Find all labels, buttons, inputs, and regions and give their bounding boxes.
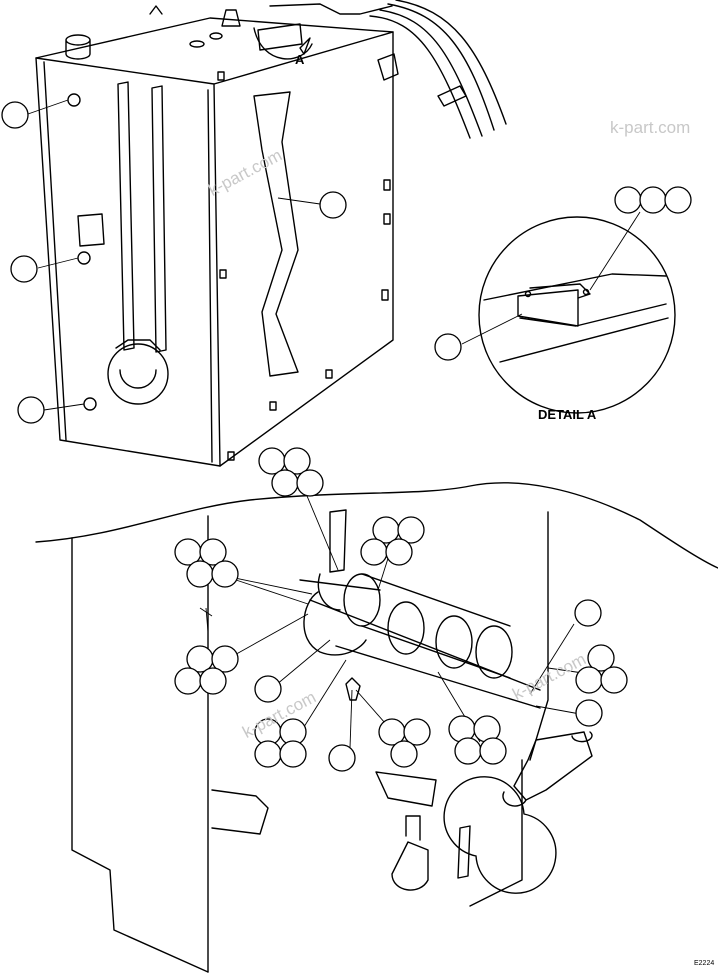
view-arrow-label: A bbox=[295, 52, 305, 67]
figure-code: E2224 bbox=[694, 960, 715, 967]
lower-tank bbox=[35, 482, 718, 973]
detail-a-label: DETAIL A bbox=[538, 407, 597, 422]
detail-a bbox=[461, 211, 676, 414]
watermark-top-right: k-part.com bbox=[610, 118, 691, 137]
upper-tank bbox=[27, 0, 507, 467]
callout-circles bbox=[1, 101, 692, 772]
